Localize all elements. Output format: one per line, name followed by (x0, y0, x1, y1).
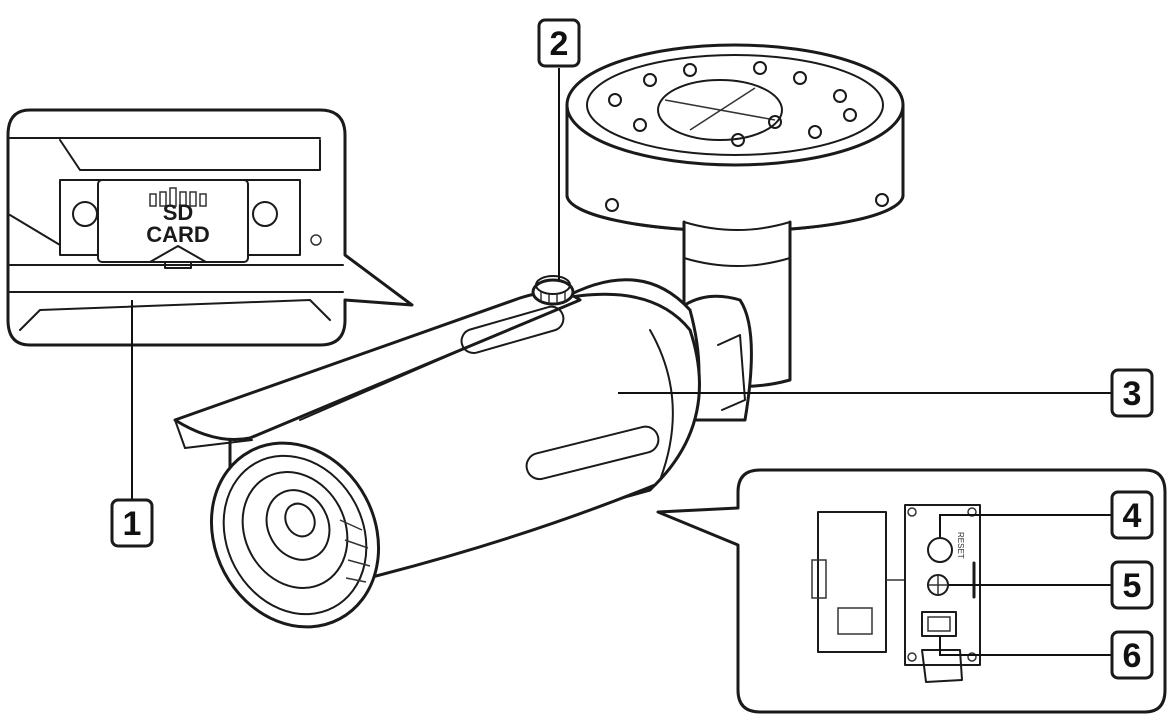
callout-6-text: 6 (1123, 637, 1142, 675)
card-label: CARD (146, 222, 210, 247)
connector-panel-inset: RESET (658, 470, 1165, 712)
reset-label: RESET (956, 532, 965, 559)
callout-2: 2 (539, 20, 579, 66)
callout-4-text: 4 (1123, 497, 1142, 535)
mount-base (567, 45, 903, 231)
callout-3-text: 3 (1123, 375, 1142, 413)
callout-3: 3 (1112, 370, 1152, 416)
callout-2-text: 2 (550, 25, 569, 63)
callout-4: 4 (1112, 492, 1152, 538)
callout-1-text: 1 (123, 505, 142, 543)
callout-5: 5 (1112, 562, 1152, 608)
sd-card-inset: SD CARD (8, 110, 412, 345)
callout-5-text: 5 (1123, 567, 1142, 605)
callout-6: 6 (1112, 632, 1152, 678)
callout-1: 1 (112, 500, 152, 546)
